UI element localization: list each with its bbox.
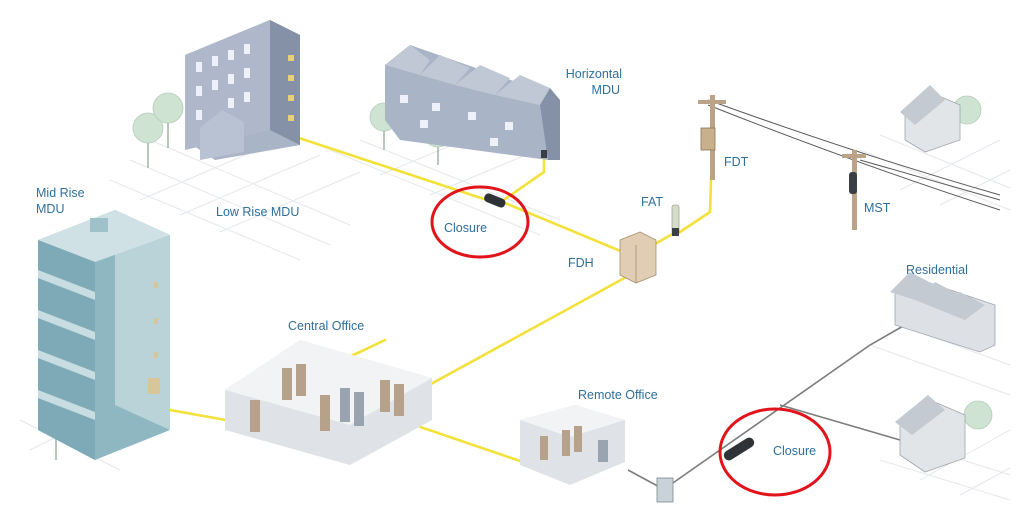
low-rise-mdu-building: [185, 20, 300, 160]
label-fdt: FDT: [724, 155, 749, 169]
label-residential: Residential: [906, 263, 968, 277]
residence-bottom-right: [895, 395, 966, 473]
fdh-cabinet: [619, 231, 657, 284]
label-closure-top: Closure: [444, 221, 487, 235]
label-fat: FAT: [641, 195, 663, 209]
label-mid-rise-line1: Mid Rise: [36, 186, 85, 200]
label-closure-bottom: Closure: [773, 444, 816, 458]
drop-closure-to-residence: [779, 404, 901, 441]
pedestal-cabinet: [656, 477, 674, 503]
closure-highlight-bottom: [718, 407, 832, 497]
label-central-office: Central Office: [288, 319, 364, 333]
residential-row-houses: [890, 272, 996, 353]
label-mid-rise-line2: MDU: [36, 202, 64, 216]
remote-office-building: [520, 405, 625, 485]
fiber-closure-to-fdh: [503, 201, 632, 257]
label-horizontal-mdu-line1: Horizontal: [566, 67, 622, 81]
fdt-box: [700, 127, 716, 151]
closure-highlight-top: [430, 185, 530, 259]
horizontal-mdu-building: [385, 45, 560, 160]
label-fdh: FDH: [568, 256, 594, 270]
splice-closure-top: [484, 193, 506, 208]
label-horizontal-mdu-line2: MDU: [592, 83, 620, 97]
mst-box: [849, 172, 857, 194]
label-mst: MST: [864, 201, 891, 215]
residence-top-right: [900, 85, 961, 153]
fiber-horizontal-to-closure: [503, 156, 546, 201]
splice-closure-bottom: [723, 437, 755, 461]
fiber-co-to-remote: [398, 418, 522, 463]
mid-rise-mdu-tower: [38, 210, 170, 460]
label-low-rise-mdu: Low Rise MDU: [216, 205, 299, 219]
fiber-fat-to-fdt: [678, 148, 714, 234]
label-remote-office: Remote Office: [578, 388, 658, 402]
central-office-building: [225, 340, 432, 465]
fiber-co-to-fdh: [418, 273, 632, 392]
aerial-plant: [698, 95, 1001, 230]
drop-cabinet-to-closure: [669, 324, 906, 486]
